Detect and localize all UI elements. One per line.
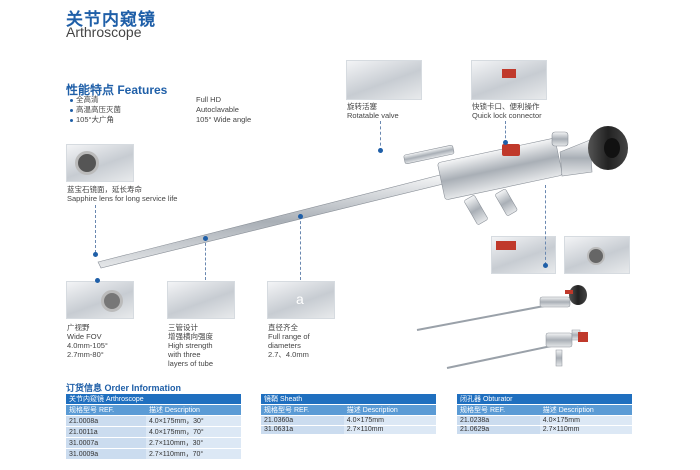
photo-quick-lock	[471, 60, 547, 100]
page-title-en: Arthroscope	[66, 24, 142, 40]
bullet-icon	[70, 98, 73, 102]
photo-sapphire-lens	[66, 144, 134, 182]
photo-rotatable-valve	[346, 60, 422, 100]
bullet-icon	[70, 108, 73, 112]
page-title-cn: 关节内窥镜	[66, 10, 156, 29]
photo-three-tube	[167, 281, 235, 319]
arthroscope-table: 关节内窥镜 Arthroscope 规格型号 REF.描述 Descriptio…	[66, 394, 241, 460]
photo-diameters: a	[267, 281, 335, 319]
diameter-mark: a	[296, 291, 304, 307]
features-heading: 性能特点 Features	[66, 83, 168, 97]
features-list: 全高清 Full HD 高温高压灭菌 Autoclavable 105°大广角 …	[70, 95, 251, 125]
order-heading: 订货信息 Order Information	[66, 383, 182, 393]
obturator-table: 闭孔器 Obturator 规格型号 REF.描述 Description 21…	[457, 394, 632, 436]
photo-wide-fov	[66, 281, 134, 319]
feature-item: 高温高压灭菌 Autoclavable	[70, 105, 251, 115]
bullet-icon	[70, 118, 73, 122]
photo-side-detail-2	[564, 236, 630, 274]
feature-item: 全高清 Full HD	[70, 95, 251, 105]
sheath-table: 镜鞘 Sheath 规格型号 REF.描述 Description 21.036…	[261, 394, 436, 436]
photo-side-detail-1	[491, 236, 556, 274]
feature-item: 105°大广角 105° Wide angle	[70, 115, 251, 125]
